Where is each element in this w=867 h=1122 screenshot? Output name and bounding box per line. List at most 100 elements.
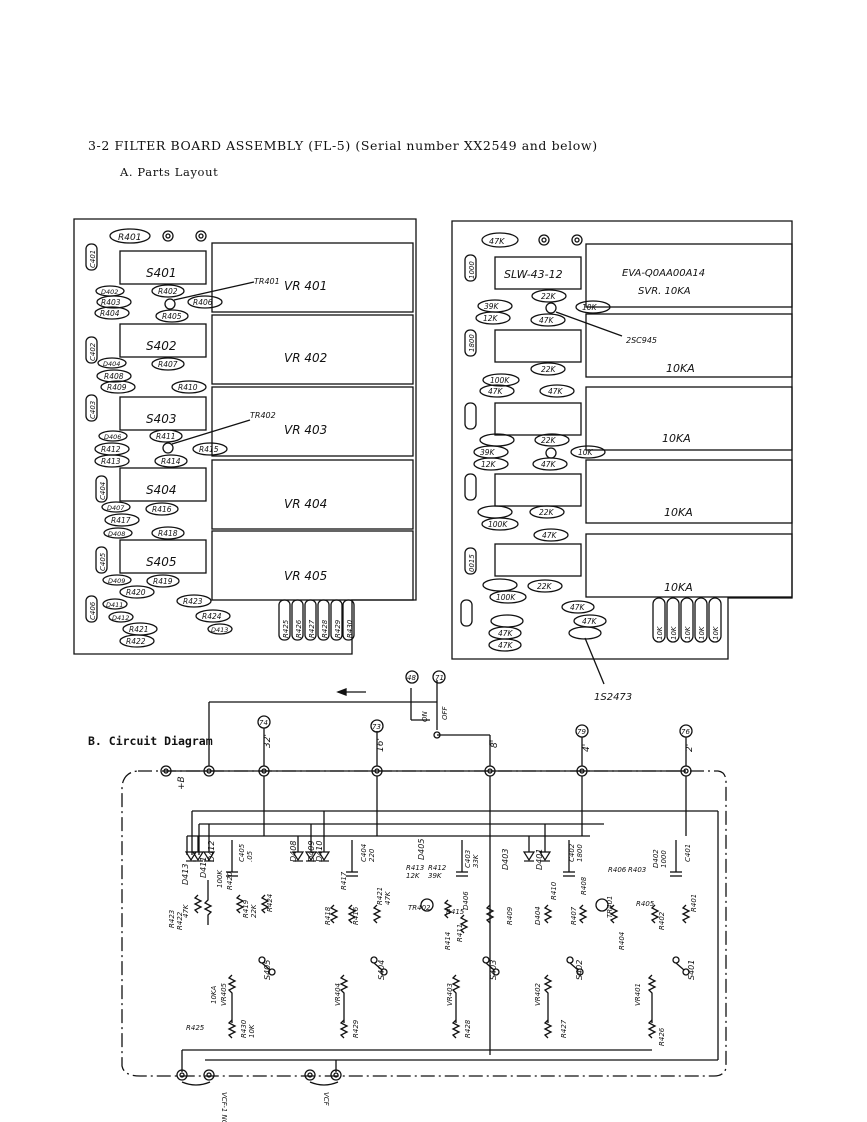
value-label: 10KA xyxy=(210,986,218,1004)
part-label: R425 xyxy=(186,1024,205,1032)
terminal-48-label: 48 xyxy=(407,674,416,682)
part-label: 10K xyxy=(582,303,598,312)
part-label: R421 xyxy=(376,887,384,905)
part-label: R402 xyxy=(158,287,178,296)
part-label: C402 xyxy=(568,843,576,862)
part-label: 10K xyxy=(578,448,594,457)
part-label: 1800 xyxy=(468,334,476,352)
part-label: D406 xyxy=(104,433,121,441)
part-label: R428 xyxy=(321,619,329,638)
part-label: D408 xyxy=(108,530,125,538)
part-label: D407 xyxy=(107,504,125,512)
value-label: 39K xyxy=(428,872,443,880)
part-label: VR401 xyxy=(634,983,642,1006)
part-label: D402 xyxy=(101,288,118,296)
part-label: S401 xyxy=(687,960,696,980)
value-label: 33K xyxy=(472,853,480,868)
part-label: 47K xyxy=(548,387,564,396)
part-label: D408 xyxy=(289,841,298,862)
left-board-switch-1 xyxy=(119,250,207,285)
part-label: R426 xyxy=(658,1027,666,1046)
part-label: D404 xyxy=(534,906,542,925)
part-label: D402 xyxy=(652,849,660,868)
left-board-pot-3-label: VR 403 xyxy=(284,423,327,437)
part-label: R408 xyxy=(104,372,124,381)
part-label: 10K xyxy=(698,625,706,640)
part-label: VR404 xyxy=(334,983,342,1006)
part-label: 100K xyxy=(490,376,510,385)
part-label: VR403 xyxy=(446,983,454,1006)
part-label: R429 xyxy=(352,1019,360,1038)
terminal-footage-label: 4' xyxy=(582,744,592,752)
left-board-switch-3-label: S403 xyxy=(146,412,177,426)
part-label: R403 xyxy=(628,866,646,874)
left-board-switch-5-label: S405 xyxy=(146,555,177,569)
part-label: R417 xyxy=(340,871,348,890)
terminal-76-label: 76 xyxy=(681,728,690,736)
part-label: R418 xyxy=(324,906,332,925)
part-label: 1000 xyxy=(468,261,476,279)
value-label: 22K xyxy=(250,903,258,918)
part-label: R410 xyxy=(178,383,198,392)
part-label: R420 xyxy=(226,871,234,890)
right-board-47k-label: 47K xyxy=(489,237,505,246)
right-board-pot-value-2: 10KA xyxy=(666,362,695,375)
terminal-footage-label: 32' xyxy=(263,734,273,748)
part-label: 39K xyxy=(484,302,500,311)
part-label: 47K xyxy=(498,641,514,650)
left-board-tr401-label: TR401 xyxy=(254,277,280,286)
part-label: 39K xyxy=(480,448,496,457)
part-label: R419 xyxy=(153,577,173,586)
terminal-79-label: 79 xyxy=(577,728,586,736)
right-board-pot-value-4: 10KA xyxy=(664,506,693,519)
switch-off-label: OFF xyxy=(441,705,449,720)
part-label: R403 xyxy=(101,298,121,307)
left-board-pot-2 xyxy=(211,314,414,385)
part-label: R427 xyxy=(560,1019,568,1038)
part-label: VR402 xyxy=(534,982,542,1006)
circuit-board-outline xyxy=(121,770,727,1077)
part-label: D411 xyxy=(106,601,123,609)
part-label: R405 xyxy=(162,312,182,321)
part-label: 47K xyxy=(582,617,598,626)
part-label: D413 xyxy=(181,864,190,885)
part-label: D410 xyxy=(315,841,324,862)
terminal-73-label: 73 xyxy=(372,723,381,731)
part-label: R416 xyxy=(152,505,172,514)
value-label: 1800 xyxy=(576,844,584,862)
part-label: R410 xyxy=(550,881,558,900)
part-label: R422 xyxy=(126,637,146,646)
part-label: R420 xyxy=(126,588,146,597)
part-label: 47K xyxy=(488,387,504,396)
part-label: C403 xyxy=(464,850,472,868)
part-label: C403 xyxy=(89,401,97,419)
part-label: D401 xyxy=(535,849,544,870)
part-label: S405 xyxy=(263,960,272,980)
part-label: 22K xyxy=(539,508,555,517)
part-label: S404 xyxy=(377,960,386,980)
part-label: 22K xyxy=(537,582,553,591)
left-board-switch-1-label: S401 xyxy=(146,266,177,280)
part-label: D411 xyxy=(199,857,208,878)
part-label: R404 xyxy=(618,932,626,950)
vcf1-noise-label: VCF-1 NOISE xyxy=(220,1092,228,1122)
part-label: 22K xyxy=(541,436,557,445)
part-label: 47K xyxy=(570,603,586,612)
part-label: R413 xyxy=(101,457,121,466)
part-label: D409 xyxy=(108,577,125,585)
value-label: 1000 xyxy=(660,850,668,868)
part-label: R409 xyxy=(506,906,514,925)
right-board-pot-spec: SVR. 10KA xyxy=(638,286,691,297)
part-label: R402 xyxy=(658,911,666,930)
left-board-switch-2-label: S402 xyxy=(146,339,177,353)
left-board-pot-5 xyxy=(211,530,414,601)
right-board-outline xyxy=(451,220,793,660)
part-label: 10K xyxy=(712,625,720,640)
part-label: C402 xyxy=(89,342,97,361)
part-label: R427 xyxy=(308,619,316,638)
terminal-footage-label: 16' xyxy=(376,738,386,752)
left-board-pot-2-label: VR 402 xyxy=(284,351,327,365)
part-label: R415 xyxy=(199,445,219,454)
right-board-diode-label: 1S2473 xyxy=(594,692,632,703)
